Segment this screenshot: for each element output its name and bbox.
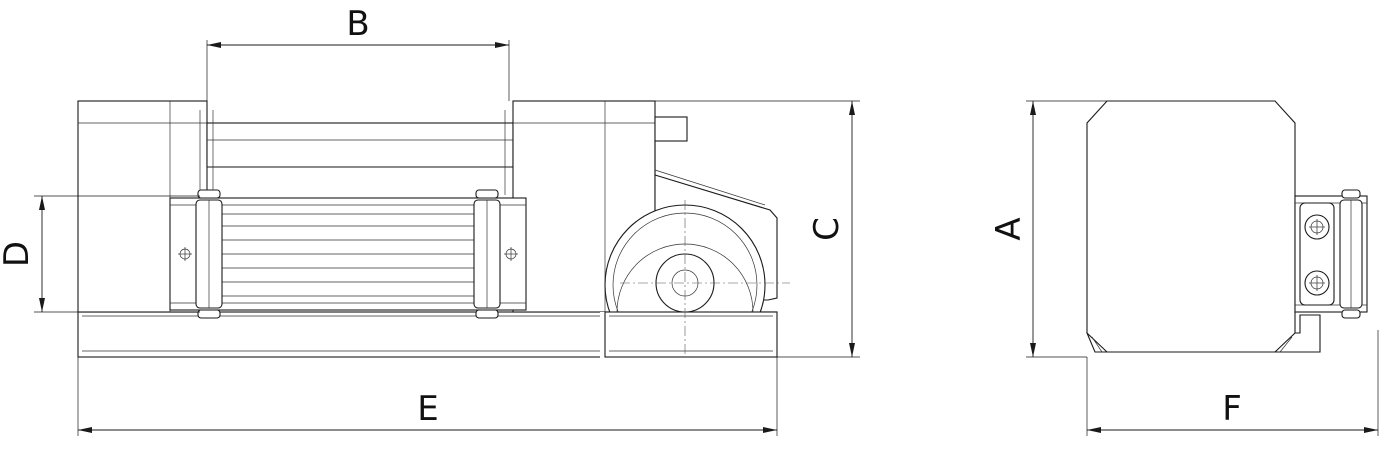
roller-rail <box>169 189 527 319</box>
dimension-e: E <box>77 357 778 436</box>
end-housing <box>1086 100 1296 353</box>
dimension-label-e: E <box>417 389 438 429</box>
dimension-label-a: A <box>989 217 1029 240</box>
drive-wheel <box>600 200 790 372</box>
dimension-f: F <box>1086 330 1379 436</box>
dimension-label-d: D <box>0 241 37 267</box>
dimension-c: C <box>655 100 860 358</box>
dimension-label-f: F <box>1222 389 1242 429</box>
dimension-label-c: C <box>807 217 847 241</box>
dimension-label-b: B <box>346 4 369 44</box>
end-view: A F <box>989 100 1379 436</box>
end-bracket <box>1294 189 1368 319</box>
side-view: B C D E <box>0 4 860 436</box>
dimension-a: A <box>989 100 1107 358</box>
upper-shaft <box>206 110 514 195</box>
dimension-b: B <box>206 4 510 101</box>
dimension-d: D <box>0 195 200 313</box>
